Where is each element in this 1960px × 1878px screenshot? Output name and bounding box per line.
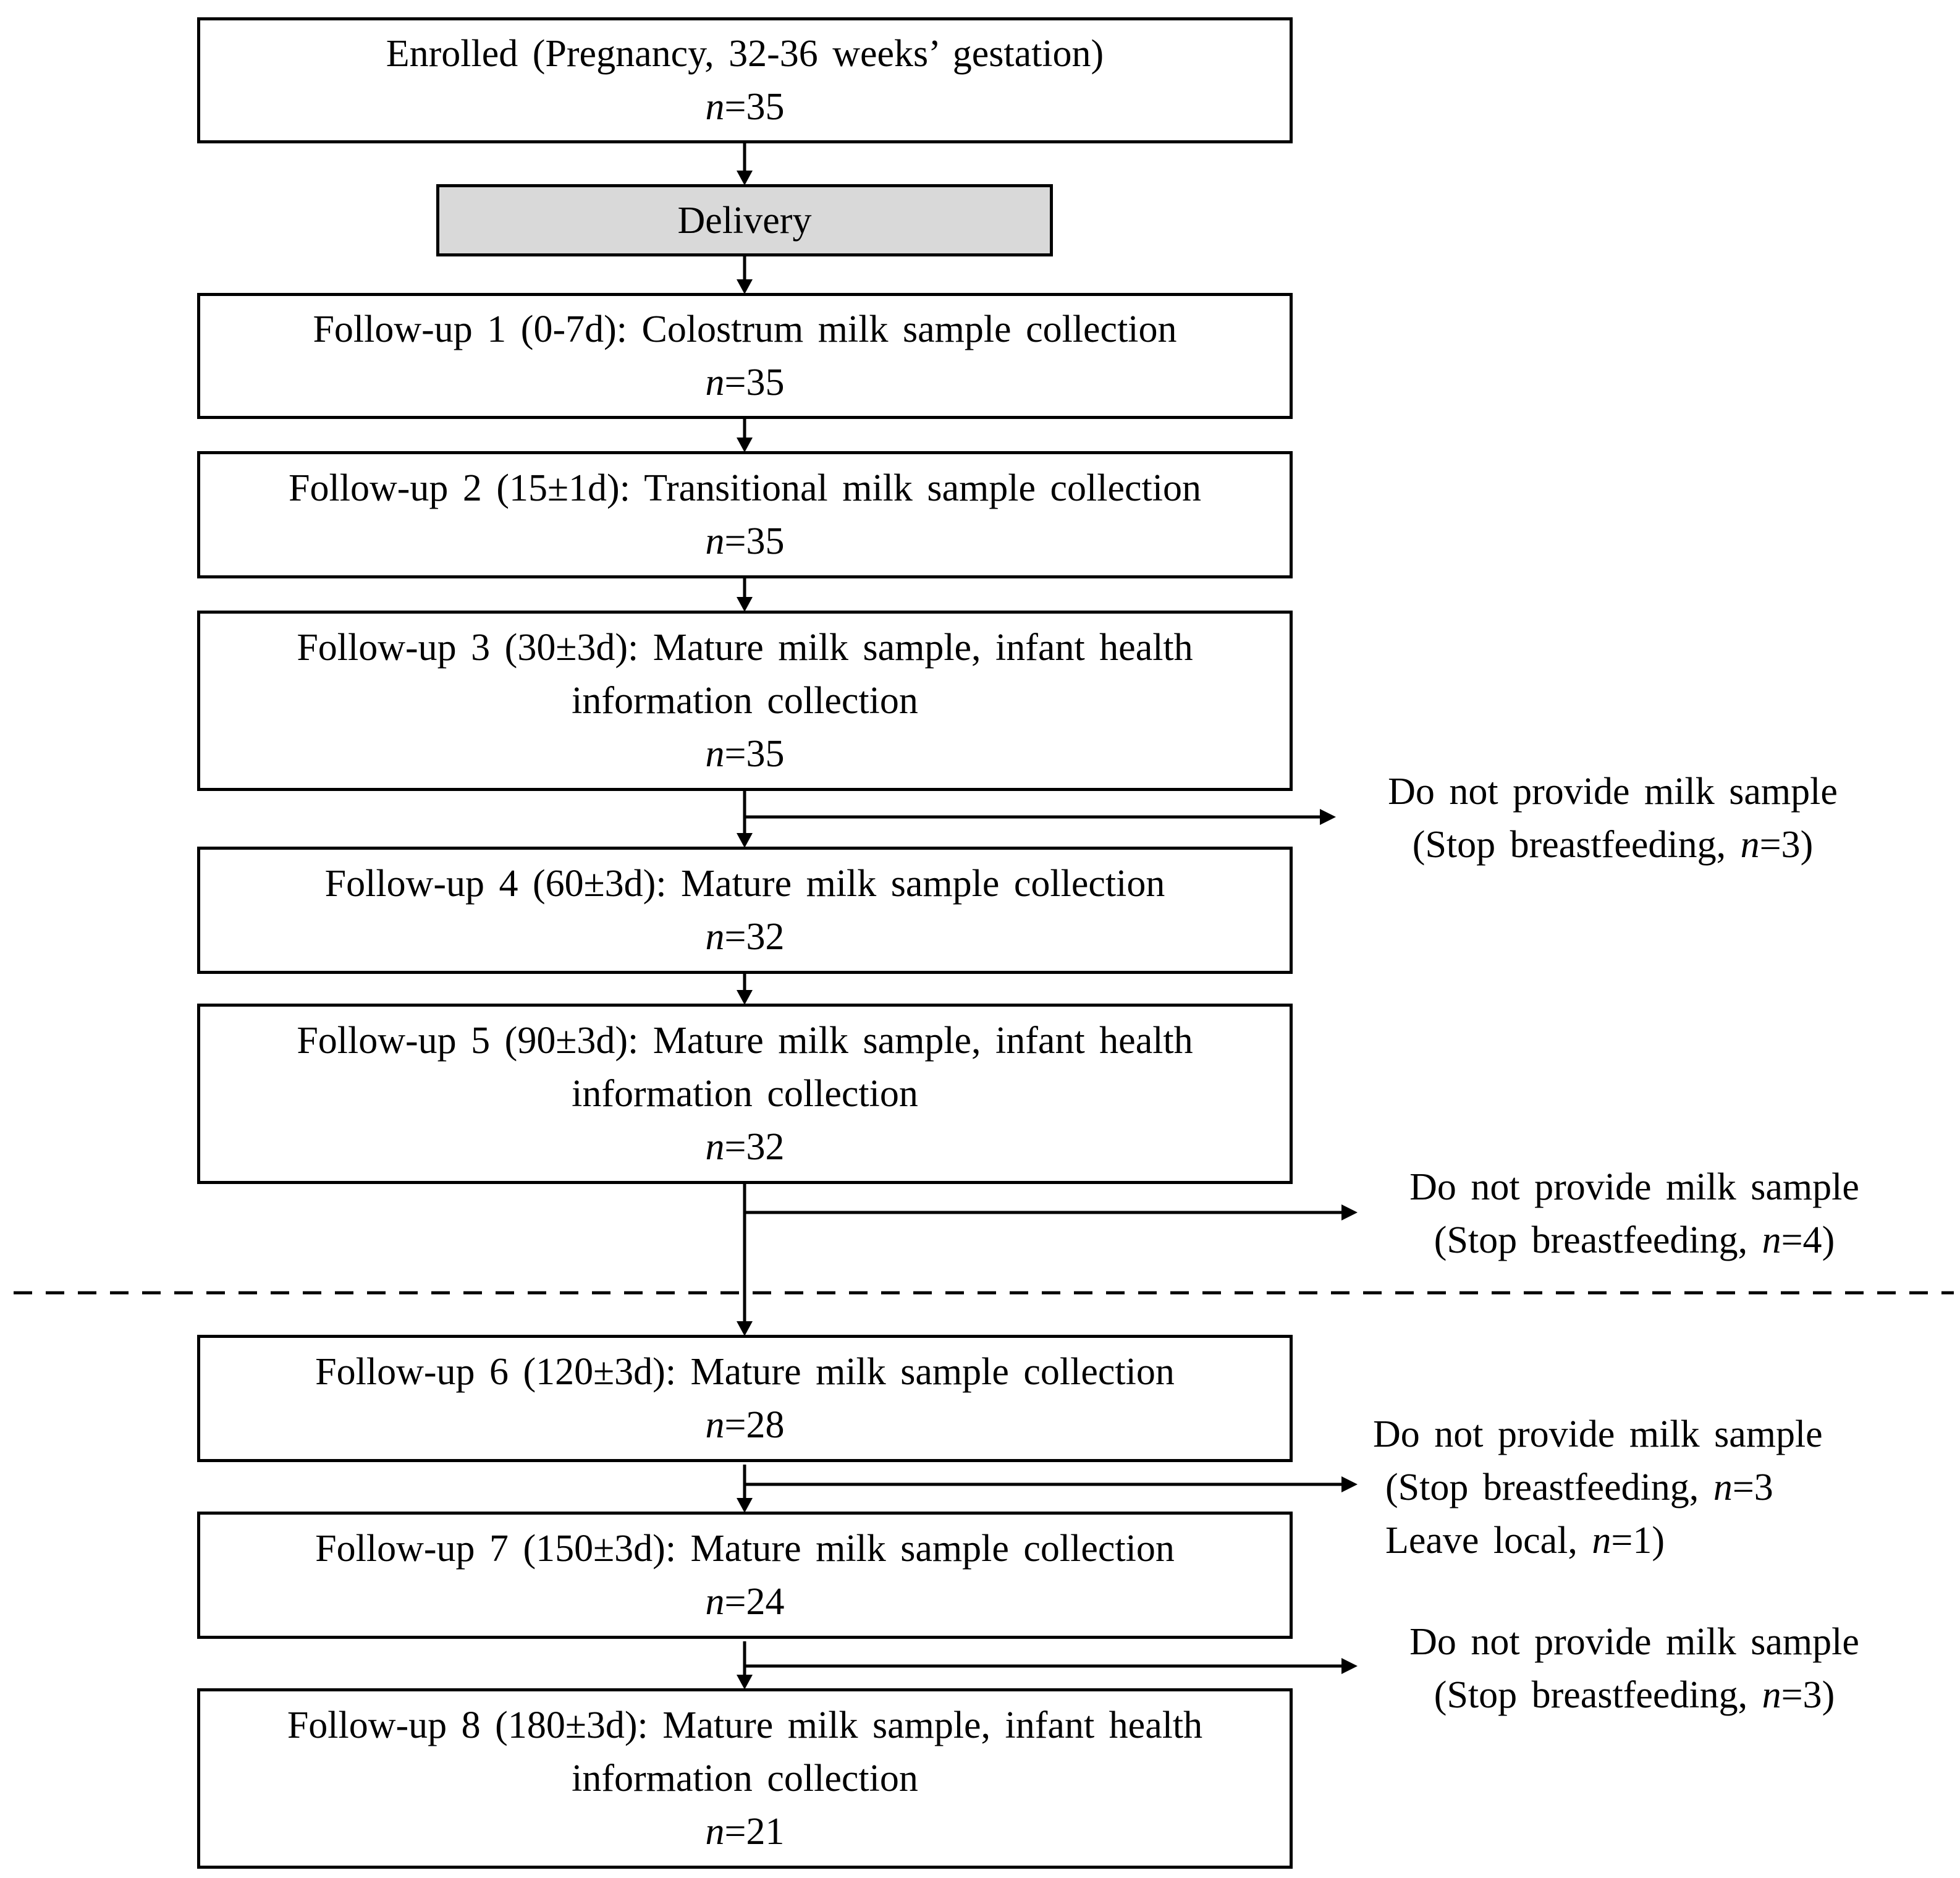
exclusion-note-4-reason: (Stop breastfeeding, n=3) (1434, 1674, 1835, 1716)
exclusion-note-3-title: Do not provide milk sample (1373, 1413, 1823, 1455)
delivery-box: Delivery (436, 184, 1053, 256)
exclusion-note-3: Do not provide milk sample (Stop breastf… (1373, 1408, 1917, 1567)
exclusion-note-4-title: Do not provide milk sample (1409, 1621, 1859, 1663)
follow-up-6-count: n=28 (705, 1404, 785, 1446)
follow-up-4-count: n=32 (705, 916, 785, 958)
follow-up-8-box: Follow-up 8 (180±3d): Mature milk sample… (197, 1688, 1293, 1869)
follow-up-5-label-line-2: information collection (572, 1073, 918, 1115)
exclusion-note-2-reason: (Stop breastfeeding, n=4) (1434, 1219, 1835, 1261)
exclusion-note-3-reason-2: Leave local, n=1) (1385, 1520, 1665, 1562)
delivery-label: Delivery (677, 199, 812, 242)
follow-up-1-count: n=35 (705, 362, 785, 404)
follow-up-3-label-line-2: information collection (572, 680, 918, 722)
follow-up-7-label: Follow-up 7 (150±3d): Mature milk sample… (315, 1528, 1175, 1570)
exclusion-note-2-title: Do not provide milk sample (1409, 1166, 1859, 1208)
follow-up-7-box: Follow-up 7 (150±3d): Mature milk sample… (197, 1512, 1293, 1639)
follow-up-3-count: n=35 (705, 733, 785, 775)
follow-up-4-box: Follow-up 4 (60±3d): Mature milk sample … (197, 847, 1293, 974)
follow-up-8-label-line-1: Follow-up 8 (180±3d): Mature milk sample… (287, 1704, 1203, 1746)
follow-up-6-box: Follow-up 6 (120±3d): Mature milk sample… (197, 1335, 1293, 1462)
follow-up-5-label-line-1: Follow-up 5 (90±3d): Mature milk sample,… (297, 1020, 1193, 1062)
follow-up-6-label: Follow-up 6 (120±3d): Mature milk sample… (315, 1351, 1175, 1393)
follow-up-2-count: n=35 (705, 520, 785, 562)
follow-up-3-label-line-1: Follow-up 3 (30±3d): Mature milk sample,… (297, 627, 1193, 669)
follow-up-4-label: Follow-up 4 (60±3d): Mature milk sample … (324, 863, 1165, 905)
follow-up-2-label: Follow-up 2 (15±1d): Transitional milk s… (289, 467, 1201, 509)
exclusion-note-1-reason: (Stop breastfeeding, n=3) (1412, 824, 1814, 866)
follow-up-5-box: Follow-up 5 (90±3d): Mature milk sample,… (197, 1004, 1293, 1184)
exclusion-note-1-title: Do not provide milk sample (1388, 771, 1838, 813)
enrolled-count: n=35 (705, 86, 785, 128)
enrolled-label: Enrolled (Pregnancy, 32-36 weeks’ gestat… (386, 33, 1104, 75)
enrolled-box: Enrolled (Pregnancy, 32-36 weeks’ gestat… (197, 17, 1293, 143)
follow-up-2-box: Follow-up 2 (15±1d): Transitional milk s… (197, 451, 1293, 578)
exclusion-note-2: Do not provide milk sample (Stop breastf… (1369, 1161, 1900, 1267)
exclusion-note-3-reason: (Stop breastfeeding, n=3 (1385, 1466, 1773, 1508)
exclusion-note-4: Do not provide milk sample (Stop breastf… (1369, 1615, 1900, 1722)
follow-up-1-box: Follow-up 1 (0-7d): Colostrum milk sampl… (197, 293, 1293, 419)
follow-up-8-count: n=21 (705, 1811, 785, 1853)
follow-up-7-count: n=24 (705, 1581, 785, 1623)
exclusion-note-1: Do not provide milk sample (Stop breastf… (1347, 765, 1878, 871)
follow-up-8-label-line-2: information collection (572, 1757, 918, 1800)
follow-up-3-box: Follow-up 3 (30±3d): Mature milk sample,… (197, 611, 1293, 791)
follow-up-1-label: Follow-up 1 (0-7d): Colostrum milk sampl… (313, 308, 1177, 350)
follow-up-5-count: n=32 (705, 1126, 785, 1168)
